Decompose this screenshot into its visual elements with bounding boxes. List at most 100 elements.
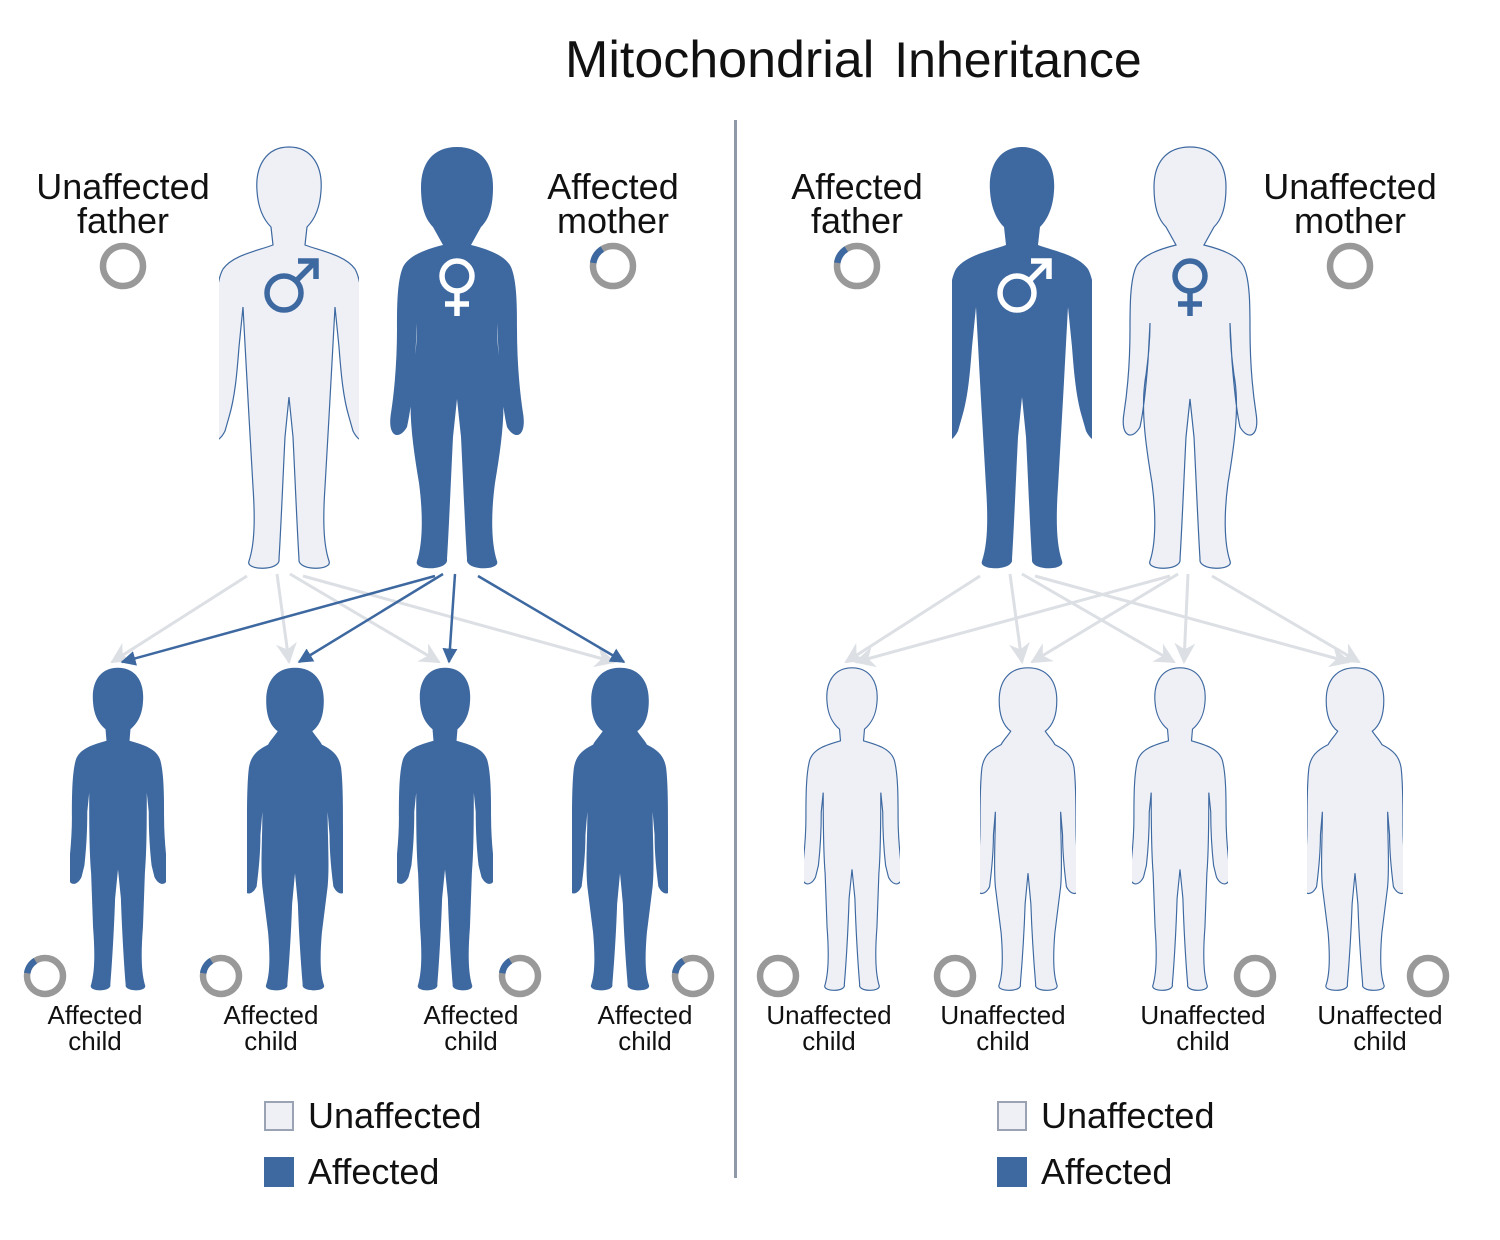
affected-child-figure <box>70 667 166 991</box>
mitochondria-ring-icon <box>756 954 800 998</box>
parent-label-line2: father <box>76 200 170 241</box>
unaffected-child-figure <box>1132 667 1228 991</box>
mitochondria-ring-icon <box>671 954 715 998</box>
mitochondria-ring-icon <box>1406 954 1450 998</box>
unaffected-swatch <box>264 1101 294 1131</box>
unaffected-child-figure <box>1307 667 1403 991</box>
legend-label: Affected <box>308 1151 440 1192</box>
parent-label-line1: Affected <box>791 166 923 207</box>
title-word-2: Inheritance <box>894 32 1142 88</box>
mitochondria-ring-icon <box>99 242 147 290</box>
inheritance-arrow-none <box>1021 572 1176 664</box>
inheritance-arrow-mitochondrial <box>120 574 436 666</box>
child-label-line1: Unaffected <box>940 1000 1066 1030</box>
child-label-line1: Affected <box>423 1000 519 1030</box>
mitochondria-ring-icon <box>1233 954 1277 998</box>
child-label-line1: Affected <box>223 1000 319 1030</box>
child-label-line1: Unaffected <box>766 1000 892 1030</box>
title-word-1: Mitochondrial <box>565 31 875 89</box>
child-label-line2: child <box>444 1026 498 1056</box>
mitochondria-ring-icon <box>933 954 977 998</box>
child-label-line2: child <box>802 1026 856 1056</box>
affected-mother-figure <box>390 147 524 569</box>
unaffected-mother-figure <box>1122 146 1258 569</box>
child-label-line2: child <box>68 1026 122 1056</box>
inheritance-arrow-none <box>1174 573 1196 665</box>
legend-item-affected: Affected <box>264 1144 481 1200</box>
child-label-line2: child <box>1353 1026 1407 1056</box>
affected-father-figure <box>952 147 1092 569</box>
affected-swatch <box>264 1157 294 1187</box>
legend-label: Unaffected <box>308 1095 482 1136</box>
sex-symbols <box>264 258 1208 316</box>
parent-label-line1: Unaffected <box>36 166 210 207</box>
female-symbol-icon <box>439 258 475 316</box>
male-symbol-icon <box>264 258 319 313</box>
inheritance-arrow-none <box>844 574 981 664</box>
inheritance-arrow-none <box>1211 574 1361 664</box>
mitochondria-ring-icon <box>833 242 881 290</box>
inheritance-arrow-mitochondrial <box>477 574 626 664</box>
male-symbol-icon <box>997 258 1052 313</box>
unaffected-child-figure <box>804 667 900 991</box>
mitochondria-ring-icon <box>589 242 637 290</box>
unaffected-swatch <box>997 1101 1027 1131</box>
legend-label: Affected <box>1041 1151 1173 1192</box>
page-title: Mitochondrial Inheritance <box>565 30 1142 90</box>
affected-child-figure <box>397 667 493 991</box>
parent-label-line2: mother <box>556 200 670 241</box>
legend: Unaffected Affected <box>997 1088 1214 1200</box>
inheritance-arrow-none <box>289 572 441 664</box>
legend-label: Unaffected <box>1041 1095 1215 1136</box>
inheritance-arrow-none <box>1034 574 1352 668</box>
mitochondria-ring-icon <box>1326 242 1374 290</box>
female-symbol-icon <box>1172 258 1208 316</box>
affected-swatch <box>997 1157 1027 1187</box>
parent-label-line2: mother <box>1293 200 1407 241</box>
child-label-line2: child <box>244 1026 298 1056</box>
child-label-line1: Affected <box>47 1000 143 1030</box>
mitochondria-ring-icon <box>199 954 243 998</box>
child-label-line2: child <box>618 1026 672 1056</box>
affected-child-figure <box>247 667 343 991</box>
legend-item-unaffected: Unaffected <box>997 1088 1214 1144</box>
parent-label-line1: Affected <box>547 166 679 207</box>
inheritance-arrows <box>110 572 1361 668</box>
child-label-line1: Affected <box>597 1000 693 1030</box>
parent-label-line2: father <box>810 200 904 241</box>
legend-item-affected: Affected <box>997 1144 1214 1200</box>
inheritance-arrow-none <box>1030 572 1179 664</box>
inheritance-arrow-none <box>853 574 1171 668</box>
inheritance-arrow-mitochondrial <box>297 572 444 664</box>
legend-item-unaffected: Unaffected <box>264 1088 481 1144</box>
unaffected-child-figure <box>980 667 1076 991</box>
mitochondria-ring-icon <box>498 954 542 998</box>
affected-child-figure <box>572 667 668 991</box>
inheritance-arrow-none <box>110 574 248 664</box>
unaffected-father-figure <box>219 146 359 569</box>
inheritance-arrow-none <box>302 574 617 668</box>
child-label-line2: child <box>1176 1026 1230 1056</box>
mitochondria-rings <box>23 242 1450 998</box>
mitochondria-ring-icon <box>23 954 67 998</box>
panel-divider <box>734 120 737 1178</box>
child-label-line1: Unaffected <box>1317 1000 1443 1030</box>
inheritance-arrow-mitochondrial <box>442 573 458 664</box>
child-label-line1: Unaffected <box>1140 1000 1266 1030</box>
child-label-line2: child <box>976 1026 1030 1056</box>
legend: Unaffected Affected <box>264 1088 481 1200</box>
parent-label-line1: Unaffected <box>1263 166 1437 207</box>
